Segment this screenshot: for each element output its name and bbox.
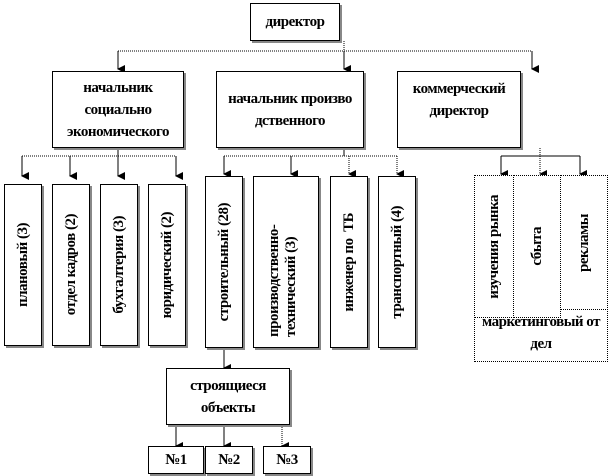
dept-accounting[interactable]: бухгалтерия (3)	[100, 184, 138, 346]
node-production-head-label: начальник производственного	[228, 90, 352, 129]
connector-commercial	[500, 148, 587, 178]
node-commercial-director-label: коммерческий директор	[412, 81, 506, 119]
dept-legal-label: юридический (2)	[158, 211, 175, 319]
node-production-head[interactable]: начальник производственного	[216, 71, 364, 148]
marketing-unit-sales-label: сбыта	[528, 227, 545, 266]
marketing-unit-market-research[interactable]: изучения рынка	[474, 175, 514, 318]
dept-marketing-label: маркетинговый отдел	[482, 314, 600, 352]
marketing-unit-market-research-label: изучения рынка	[485, 194, 502, 299]
dept-legal[interactable]: юридический (2)	[148, 184, 186, 346]
marketing-unit-sales[interactable]: сбыта	[513, 175, 561, 318]
dept-hr[interactable]: отдел кадров (2)	[52, 184, 90, 346]
dept-safety-engineer[interactable]: инженер по ТБ	[330, 176, 368, 348]
dept-hr-label: отдел кадров (2)	[62, 214, 79, 316]
dept-planning[interactable]: плановый (3)	[4, 184, 42, 346]
dept-production-technical[interactable]: производственно-технический (3)	[253, 176, 319, 348]
site-3-label: №3	[276, 452, 298, 468]
dept-construction[interactable]: строительный (28)	[205, 176, 243, 348]
node-director-label: директор	[265, 14, 325, 30]
site-3[interactable]: №3	[263, 446, 311, 474]
node-social-economic-head[interactable]: начальник социально экономического	[52, 71, 184, 148]
dept-transport-label: транспортный (4)	[388, 205, 405, 319]
node-construction-sites-label: строящиеся объекты	[190, 377, 266, 416]
site-2-label: №2	[218, 452, 240, 468]
node-social-economic-head-label: начальник социально экономического	[67, 79, 169, 140]
marketing-unit-advertising[interactable]: рекламы	[560, 175, 608, 310]
connector-director	[117, 41, 539, 73]
dept-safety-engineer-label: инженер по ТБ	[340, 212, 357, 312]
site-1[interactable]: №1	[148, 446, 204, 474]
dept-production-technical-label: производственно-технический (3)	[266, 224, 299, 337]
dept-accounting-label: бухгалтерия (3)	[110, 216, 127, 314]
node-construction-sites[interactable]: строящиеся объекты	[166, 368, 290, 425]
site-1-label: №1	[165, 452, 187, 468]
dept-planning-label: плановый (3)	[14, 222, 31, 308]
node-commercial-director[interactable]: коммерческий директор	[397, 71, 521, 148]
marketing-unit-advertising-label: рекламы	[575, 213, 592, 272]
dept-transport[interactable]: транспортный (4)	[378, 176, 416, 348]
site-2[interactable]: №2	[205, 446, 253, 474]
connector-production	[223, 148, 404, 178]
dept-construction-label: строительный (28)	[215, 202, 232, 322]
connector-social	[21, 148, 183, 180]
node-director[interactable]: директор	[250, 3, 340, 41]
